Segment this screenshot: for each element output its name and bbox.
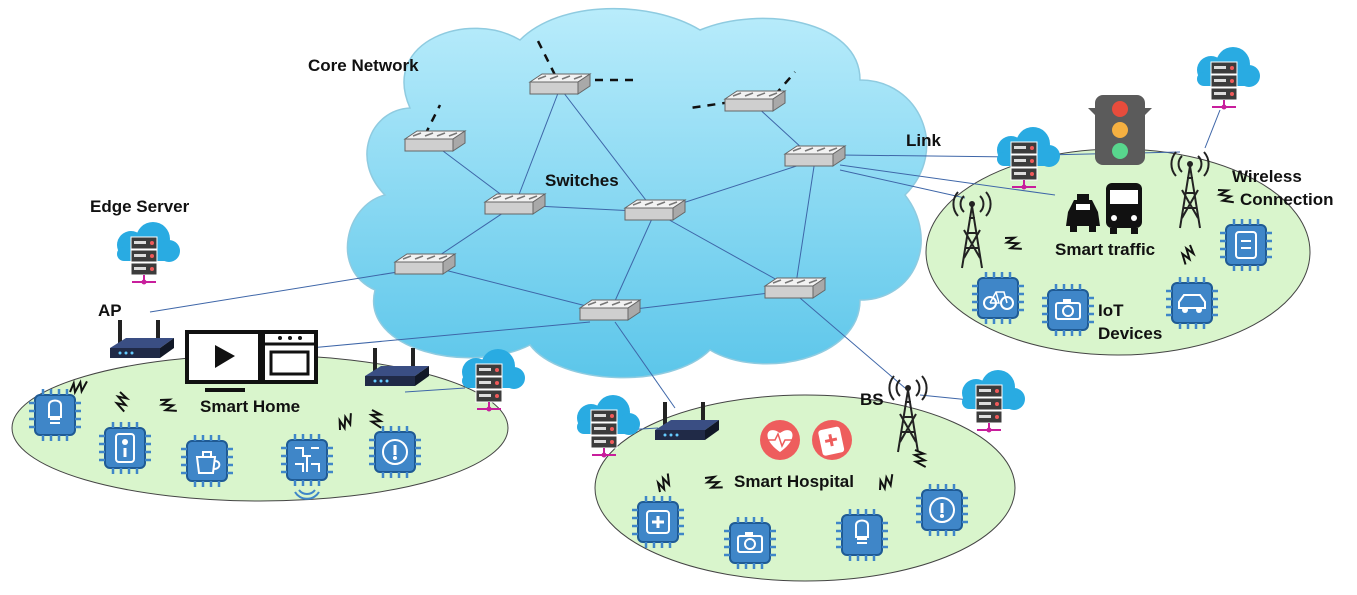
switches-label: Switches — [545, 171, 619, 190]
iot-chip-icon — [179, 433, 235, 489]
smart-hospital-label: Smart Hospital — [734, 472, 854, 491]
iot-chip-icon — [834, 507, 890, 563]
cloud-server-icon — [1196, 46, 1261, 111]
wireless-router-icon — [110, 320, 174, 358]
iot-chip-icon — [279, 432, 335, 500]
iot-chip-icon — [97, 420, 153, 476]
external-links — [149, 109, 1221, 431]
taxi-icon — [1066, 194, 1100, 232]
cloud-server-icon — [116, 221, 181, 286]
iot-chip-icon — [367, 424, 423, 480]
iot-chip-icon — [970, 270, 1026, 326]
iot-chip-icon — [1218, 217, 1274, 273]
edge-server-label: Edge Server — [90, 197, 190, 216]
iot-chip-icon — [914, 482, 970, 538]
network-switch-icon — [529, 73, 591, 95]
network-switch-icon — [764, 277, 826, 299]
iot-devices — [27, 217, 1274, 571]
medical-card-icon — [812, 420, 852, 460]
ap-label: AP — [98, 301, 122, 320]
iot-chip-icon — [722, 515, 778, 571]
network-switch-icon — [484, 193, 546, 215]
iot-label-line1: IoT — [1098, 301, 1124, 320]
smart-traffic-label: Smart traffic — [1055, 240, 1155, 259]
network-switch-icon — [579, 299, 641, 321]
oven-icon — [261, 330, 318, 384]
cloud-server-icon — [961, 369, 1026, 434]
link-label: Link — [906, 131, 941, 150]
network-switch-icon — [394, 253, 456, 275]
core-network-label: Core Network — [308, 56, 419, 75]
bus-icon — [1106, 183, 1142, 234]
wireless-label-line2: Connection — [1240, 190, 1334, 209]
heart-monitor-icon — [760, 420, 800, 460]
smart-home-label: Smart Home — [200, 397, 300, 416]
network-switch-icon — [724, 90, 786, 112]
network-switch-icon — [404, 130, 466, 152]
iot-label-line2: Devices — [1098, 324, 1162, 343]
bs-label: BS — [860, 390, 884, 409]
traffic-light-icon — [1088, 95, 1152, 165]
iot-chip-icon — [1164, 275, 1220, 331]
iot-chip-icon — [630, 494, 686, 550]
tv-icon — [185, 330, 262, 392]
wireless-router-icon — [365, 348, 429, 386]
iot-chip-icon — [1040, 282, 1096, 338]
iot-chip-icon — [27, 387, 83, 443]
network-switch-icon — [784, 145, 846, 167]
network-switch-icon — [624, 199, 686, 221]
wireless-label-line1: Wireless — [1232, 167, 1302, 186]
core-network-cloud — [346, 7, 928, 379]
smart-hospital-zone — [594, 394, 1016, 582]
